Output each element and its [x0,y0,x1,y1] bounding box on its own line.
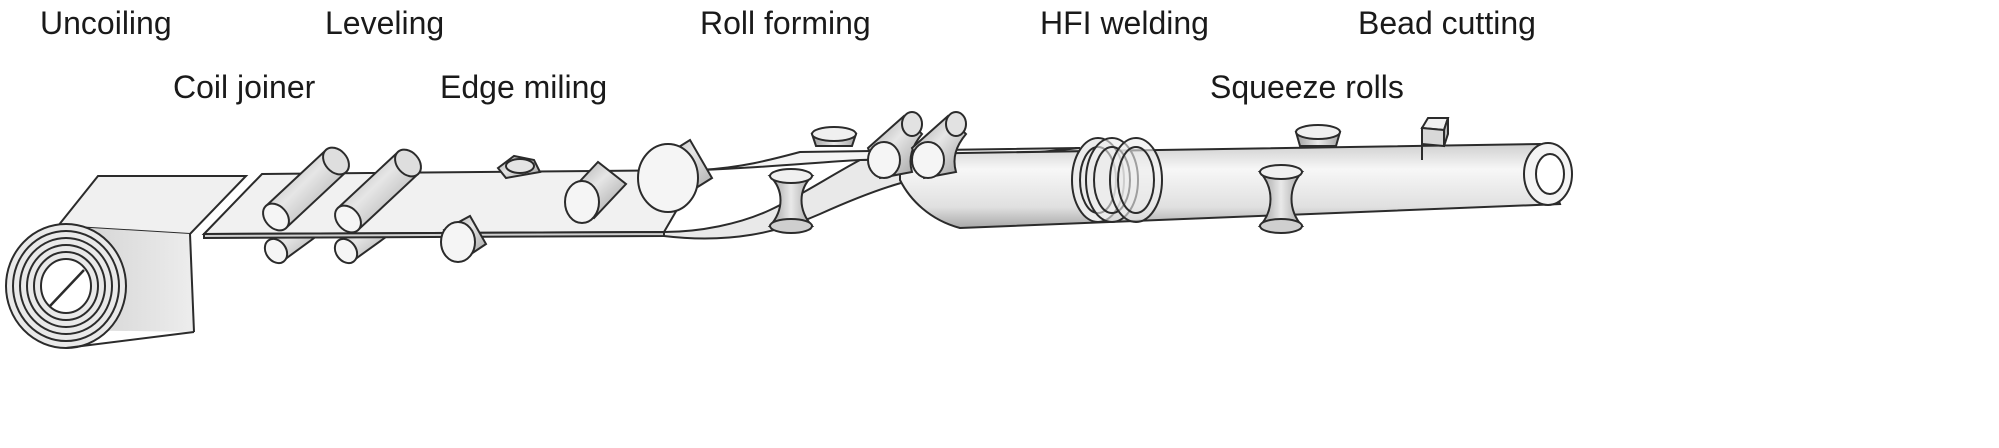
welded-pipe [899,142,1573,230]
roll-forming-rollers [564,138,714,224]
label-uncoiling: Uncoiling [40,5,172,41]
label-roll-forming: Roll forming [700,5,871,41]
label-edge-milling: Edge miling [440,69,607,105]
hfi-induction-coils [1071,137,1163,223]
label-squeeze-rolls: Squeeze rolls [1210,69,1404,105]
edge-milling-cutters [440,154,542,263]
coil [5,175,249,349]
label-bead-cutting: Bead cutting [1358,5,1536,41]
leveling-upper-rollers [262,146,422,234]
label-coil-joiner: Coil joiner [173,69,316,105]
label-leveling: Leveling [325,5,444,41]
label-hfi-welding: HFI welding [1040,5,1209,41]
squeeze-rolls [1257,124,1342,234]
fin-pass-rollers [767,111,968,234]
bead-cutting-tool [1420,117,1450,160]
